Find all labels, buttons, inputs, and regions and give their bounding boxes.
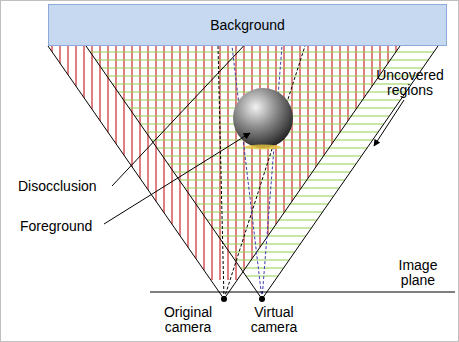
original-tangent-ray xyxy=(218,46,224,299)
virtual-tangent-ray xyxy=(232,46,262,299)
image-plane-line xyxy=(150,292,455,293)
leader-arrow xyxy=(374,100,404,146)
virtual-camera-dot xyxy=(259,296,265,302)
camera-label: Original camera xyxy=(152,305,224,335)
camera-label: Virtual camera xyxy=(238,305,310,335)
plane-label: Image plane xyxy=(390,258,446,288)
original-tangent-ray xyxy=(224,46,305,299)
band-label: Background xyxy=(210,17,285,33)
region-label: Disocclusion xyxy=(18,179,97,194)
object-label: Foreground xyxy=(20,219,92,234)
virtual-tangent-ray xyxy=(262,46,282,299)
virtual-frustum-edge xyxy=(86,46,262,299)
original-frustum-edge xyxy=(224,46,400,299)
region-label: Uncovered regions xyxy=(368,68,452,98)
foreground-sphere xyxy=(233,88,293,148)
background-band: Background xyxy=(48,4,447,46)
leader-arrow xyxy=(104,133,250,224)
original-camera-dot xyxy=(221,296,227,302)
sphere-rim xyxy=(245,145,281,150)
original-frustum-edge xyxy=(48,46,224,299)
